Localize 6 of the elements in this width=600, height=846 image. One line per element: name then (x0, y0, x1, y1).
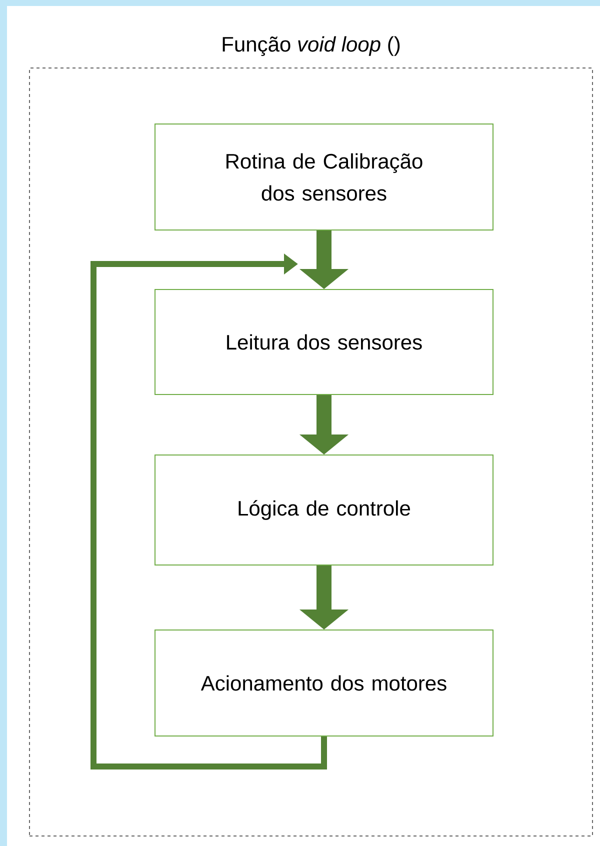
process-box: Leitura dos sensores (154, 289, 494, 395)
loop-arrow (90, 254, 327, 770)
node-label: Função void loop () (222, 36, 400, 56)
process-box: Acionamento dos motores (154, 630, 494, 736)
process-box: Rotina de Calibração dos sensores (154, 124, 494, 230)
process-box: Lógica de controle (154, 454, 494, 566)
